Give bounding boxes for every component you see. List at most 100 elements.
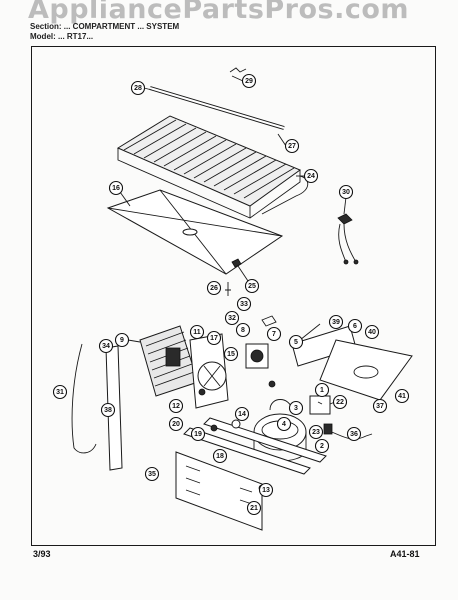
svg-text:14: 14 bbox=[238, 411, 246, 418]
svg-text:13: 13 bbox=[262, 487, 270, 494]
callout-36: 36 bbox=[346, 426, 362, 442]
svg-text:40: 40 bbox=[368, 329, 376, 336]
callout-19: 19 bbox=[190, 426, 206, 442]
callout-13: 13 bbox=[258, 482, 274, 498]
callout-24: 24 bbox=[303, 168, 319, 184]
svg-text:25: 25 bbox=[248, 283, 256, 290]
svg-text:37: 37 bbox=[376, 403, 384, 410]
svg-text:11: 11 bbox=[193, 329, 201, 336]
callout-23: 23 bbox=[308, 424, 324, 440]
svg-text:26: 26 bbox=[210, 285, 218, 292]
defrost-drain-pan bbox=[291, 325, 413, 401]
callout-34: 34 bbox=[98, 338, 114, 354]
callout-30: 30 bbox=[338, 184, 354, 200]
fan-shroud bbox=[189, 333, 229, 409]
svg-text:23: 23 bbox=[312, 429, 320, 436]
callout-18: 18 bbox=[212, 448, 228, 464]
svg-text:7: 7 bbox=[272, 331, 276, 338]
svg-text:4: 4 bbox=[282, 421, 286, 428]
callout-27: 27 bbox=[284, 138, 300, 154]
fan-motor bbox=[245, 315, 277, 369]
svg-text:15: 15 bbox=[227, 351, 235, 358]
callout-9: 9 bbox=[114, 332, 130, 348]
svg-text:39: 39 bbox=[332, 319, 340, 326]
svg-text:35: 35 bbox=[148, 471, 156, 478]
evaporator-coil bbox=[116, 115, 309, 219]
callout-7: 7 bbox=[266, 326, 282, 342]
callout-29: 29 bbox=[241, 73, 257, 89]
callout-5: 5 bbox=[288, 334, 304, 350]
callout-28: 28 bbox=[130, 80, 146, 96]
callout-35: 35 bbox=[144, 466, 160, 482]
condenser-tube bbox=[149, 67, 285, 130]
svg-text:33: 33 bbox=[240, 301, 248, 308]
svg-text:31: 31 bbox=[56, 389, 64, 396]
svg-text:1: 1 bbox=[320, 387, 324, 394]
svg-text:36: 36 bbox=[350, 431, 358, 438]
svg-text:41: 41 bbox=[398, 393, 406, 400]
svg-text:16: 16 bbox=[112, 185, 120, 192]
revision-date: 3/93 bbox=[33, 549, 51, 559]
callout-26: 26 bbox=[206, 280, 222, 296]
leader-lines bbox=[119, 75, 347, 405]
callout-31: 31 bbox=[52, 384, 68, 400]
callout-17: 17 bbox=[206, 330, 222, 346]
svg-text:12: 12 bbox=[172, 403, 180, 410]
callout-14: 14 bbox=[234, 406, 250, 422]
callout-33: 33 bbox=[236, 296, 252, 312]
callout-41: 41 bbox=[394, 388, 410, 404]
watermark: AppliancePartsPros.com bbox=[28, 0, 410, 25]
callout-8: 8 bbox=[235, 322, 251, 338]
callout-15: 15 bbox=[223, 346, 239, 362]
callout-20: 20 bbox=[168, 416, 184, 432]
callout-layer: 1234567891112131415161718192021222324252… bbox=[52, 73, 410, 516]
callout-38: 38 bbox=[100, 402, 116, 418]
svg-text:19: 19 bbox=[194, 431, 202, 438]
callout-32: 32 bbox=[224, 310, 240, 326]
condenser bbox=[139, 325, 199, 397]
drip-tray bbox=[106, 189, 284, 275]
svg-text:30: 30 bbox=[342, 189, 350, 196]
drain-tube bbox=[225, 282, 231, 296]
side-panel bbox=[71, 343, 123, 471]
svg-text:34: 34 bbox=[102, 343, 110, 350]
diagram-frame bbox=[31, 46, 436, 546]
callout-40: 40 bbox=[364, 324, 380, 340]
mounting-rails bbox=[183, 417, 327, 475]
svg-text:20: 20 bbox=[172, 421, 180, 428]
svg-text:5: 5 bbox=[294, 339, 298, 346]
svg-text:6: 6 bbox=[353, 323, 357, 330]
callout-16: 16 bbox=[108, 180, 124, 196]
svg-text:22: 22 bbox=[336, 399, 344, 406]
model-line: Model: ... RT17... bbox=[30, 32, 94, 41]
callout-2: 2 bbox=[314, 438, 330, 454]
svg-text:17: 17 bbox=[210, 335, 218, 342]
callout-4: 4 bbox=[276, 416, 292, 432]
callout-37: 37 bbox=[372, 398, 388, 414]
svg-text:2: 2 bbox=[320, 443, 324, 450]
svg-text:24: 24 bbox=[307, 173, 315, 180]
page-code: A41-81 bbox=[390, 549, 420, 559]
callout-21: 21 bbox=[246, 500, 262, 516]
thermostat bbox=[337, 213, 359, 265]
svg-text:28: 28 bbox=[134, 85, 142, 92]
svg-text:18: 18 bbox=[216, 453, 224, 460]
callout-22: 22 bbox=[332, 394, 348, 410]
svg-text:9: 9 bbox=[120, 337, 124, 344]
svg-text:21: 21 bbox=[250, 505, 258, 512]
svg-text:29: 29 bbox=[245, 78, 253, 85]
svg-text:38: 38 bbox=[104, 407, 112, 414]
svg-text:8: 8 bbox=[241, 327, 245, 334]
callout-25: 25 bbox=[244, 278, 260, 294]
rear-access-cover bbox=[175, 451, 263, 531]
svg-text:27: 27 bbox=[288, 143, 296, 150]
svg-text:32: 32 bbox=[228, 315, 236, 322]
power-cord bbox=[323, 423, 373, 440]
callout-12: 12 bbox=[168, 398, 184, 414]
callout-39: 39 bbox=[328, 314, 344, 330]
callout-1: 1 bbox=[314, 382, 330, 398]
section-title: Section: ... COMPARTMENT ... SYSTEM bbox=[30, 22, 180, 31]
svg-text:3: 3 bbox=[294, 405, 298, 412]
